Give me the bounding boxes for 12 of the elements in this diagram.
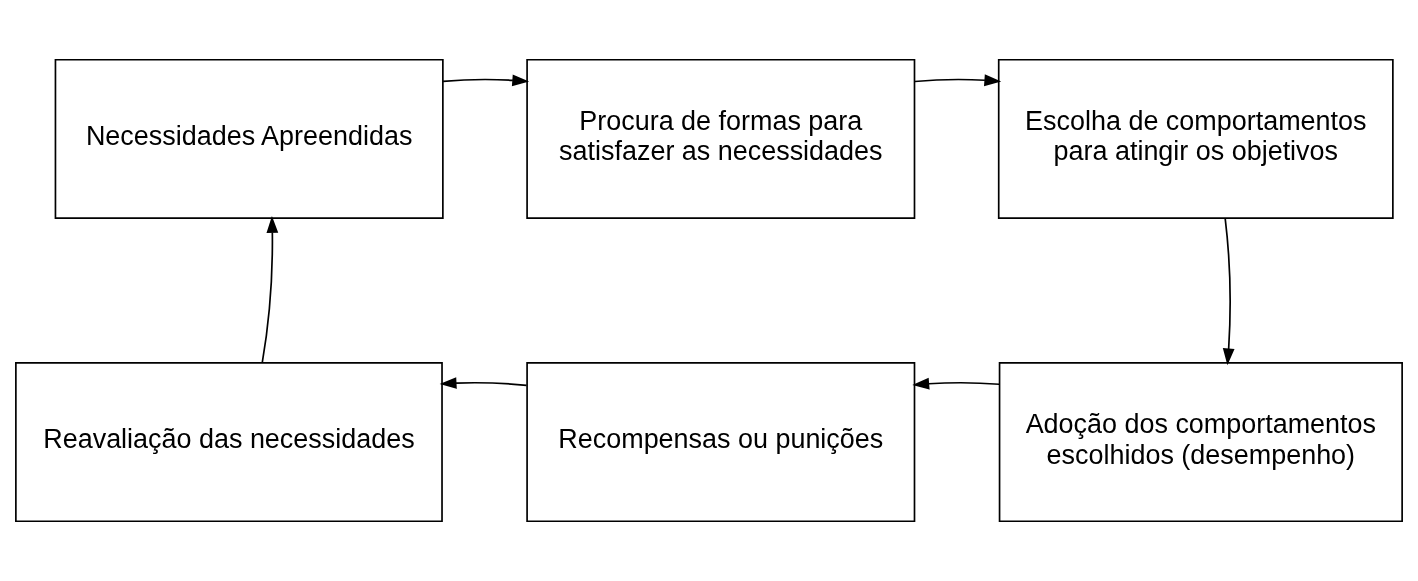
arrow [261, 216, 279, 364]
node-box: Necessidades Apreendidas [54, 58, 444, 219]
node-box: Escolha de comportamentos para atingir os objetivos [997, 58, 1394, 219]
node-box: Reavaliação das necessidades [15, 362, 443, 523]
arrow [912, 377, 1001, 390]
arrow [442, 74, 530, 87]
node-box: Recompensas ou punições [526, 362, 916, 523]
node-box: Adoção dos comportamentos escolhidos (desempenho) [998, 362, 1403, 523]
arrow [439, 377, 528, 389]
arrow [1222, 217, 1235, 366]
node-box: Procura de formas para satisfazer as necessidades [526, 58, 916, 219]
arrow [913, 74, 1002, 87]
